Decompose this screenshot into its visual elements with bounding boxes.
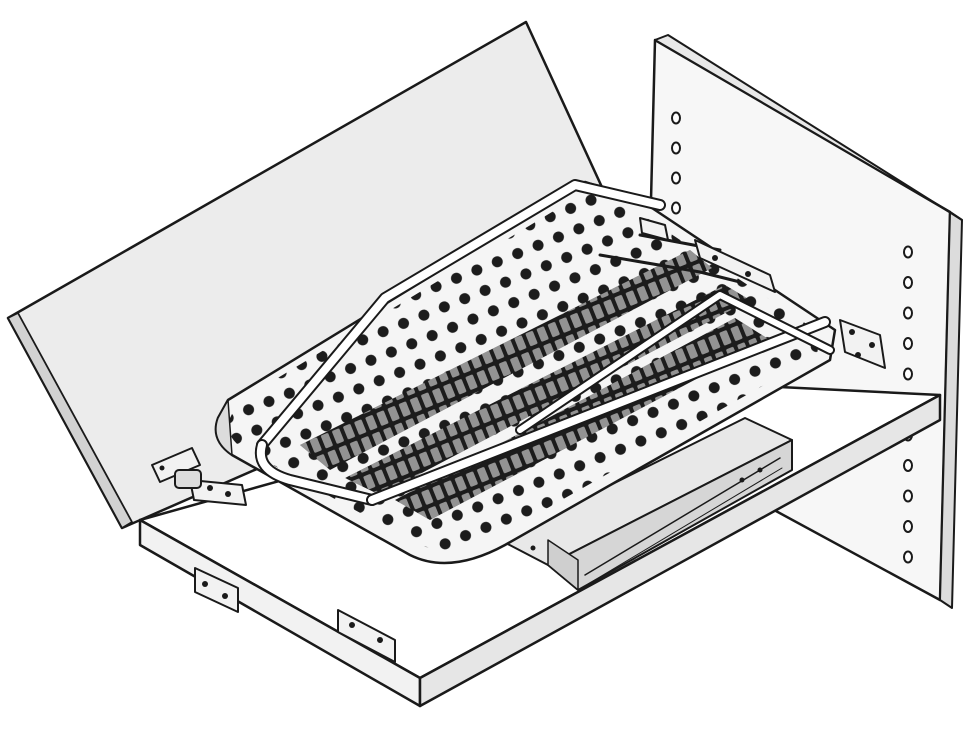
cabinet-hole-icon xyxy=(903,489,913,503)
front-mounting-plate-left xyxy=(194,567,239,613)
hinge-icon xyxy=(151,447,247,506)
cabinet-hole-icon xyxy=(671,141,681,155)
folding-tube-frame xyxy=(254,179,835,506)
cabinet-hole-icon xyxy=(903,306,913,320)
fold-down-front-panel xyxy=(6,20,654,530)
cabinet-hole-icon xyxy=(903,459,913,472)
board-mesh-panel-left xyxy=(300,250,712,470)
cabinet-hole-icon xyxy=(903,276,913,289)
front-mounting-plate-right xyxy=(337,609,396,663)
cabinet-hole-icon xyxy=(671,111,681,125)
mounting-plate-icon xyxy=(839,319,886,369)
cabinet-hole-icon xyxy=(903,550,913,564)
cabinet-hole-icon xyxy=(903,520,913,533)
folding-mechanism-bracket xyxy=(639,217,776,293)
cabinet-hole-icon xyxy=(903,367,913,381)
cabinet-hole-icon-column-front xyxy=(671,111,681,215)
drawer-runner-slide xyxy=(499,417,793,591)
cabinet-hole-icon xyxy=(903,245,913,259)
cabinet-hole-icon xyxy=(903,337,913,350)
cabinet-hole-icon xyxy=(671,201,681,215)
cabinet-hole-icon xyxy=(671,171,681,185)
